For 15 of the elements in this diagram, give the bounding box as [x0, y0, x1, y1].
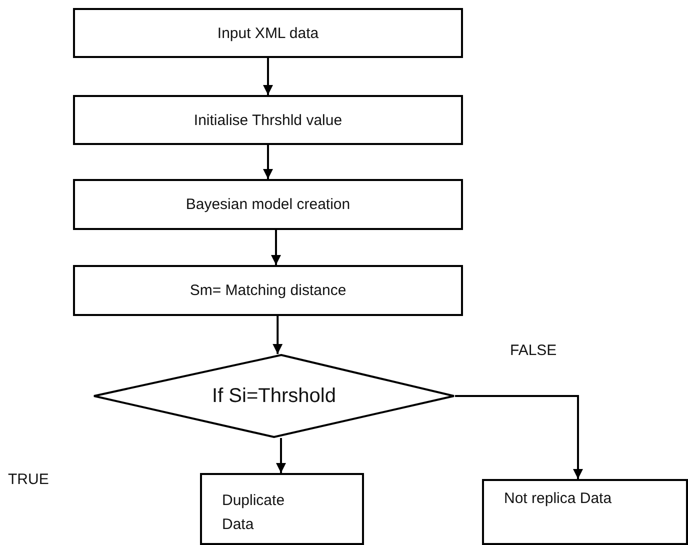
arrow [263, 58, 273, 95]
process-box: Initialise Thrshld value [73, 95, 463, 145]
process-box: Not replica Data [482, 479, 688, 545]
arrow [272, 316, 283, 354]
branch-label: FALSE [510, 342, 557, 359]
process-box: Duplicate Data [200, 473, 364, 545]
process-box: Input XML data [73, 8, 463, 58]
arrow [271, 230, 281, 265]
process-box: Sm= Matching distance [73, 265, 463, 316]
arrow [263, 145, 273, 179]
arrow [455, 395, 583, 479]
arrow [276, 438, 286, 473]
process-box: Bayesian model creation [73, 179, 463, 230]
branch-label: TRUE [8, 471, 49, 488]
decision-diamond: If Si=Thrshold [93, 354, 455, 438]
